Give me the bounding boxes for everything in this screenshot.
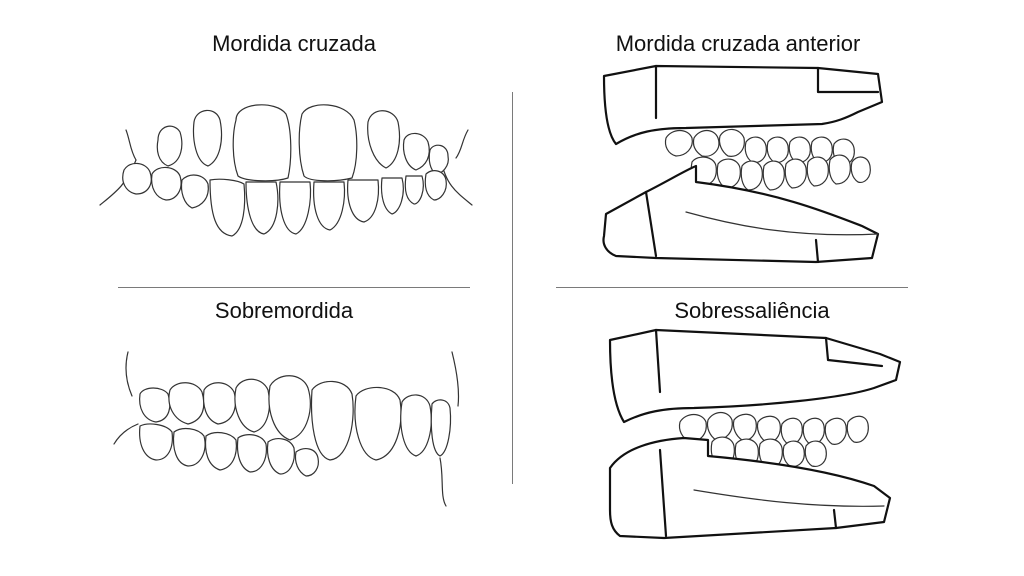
title-overjet: Sobressaliência [674,298,830,323]
overjet-illustration [608,328,902,540]
title-anterior-crossbite: Mordida cruzada anterior [615,31,861,56]
vertical-divider [512,92,513,484]
title-crossbite: Mordida cruzada [212,31,376,56]
horizontal-divider-right [556,287,908,288]
anterior-crossbite-illustration [602,64,884,264]
title-overbite: Sobremordida [214,298,354,323]
crossbite-illustration [99,104,473,237]
overbite-illustration [113,351,460,507]
horizontal-divider-left [118,287,470,288]
